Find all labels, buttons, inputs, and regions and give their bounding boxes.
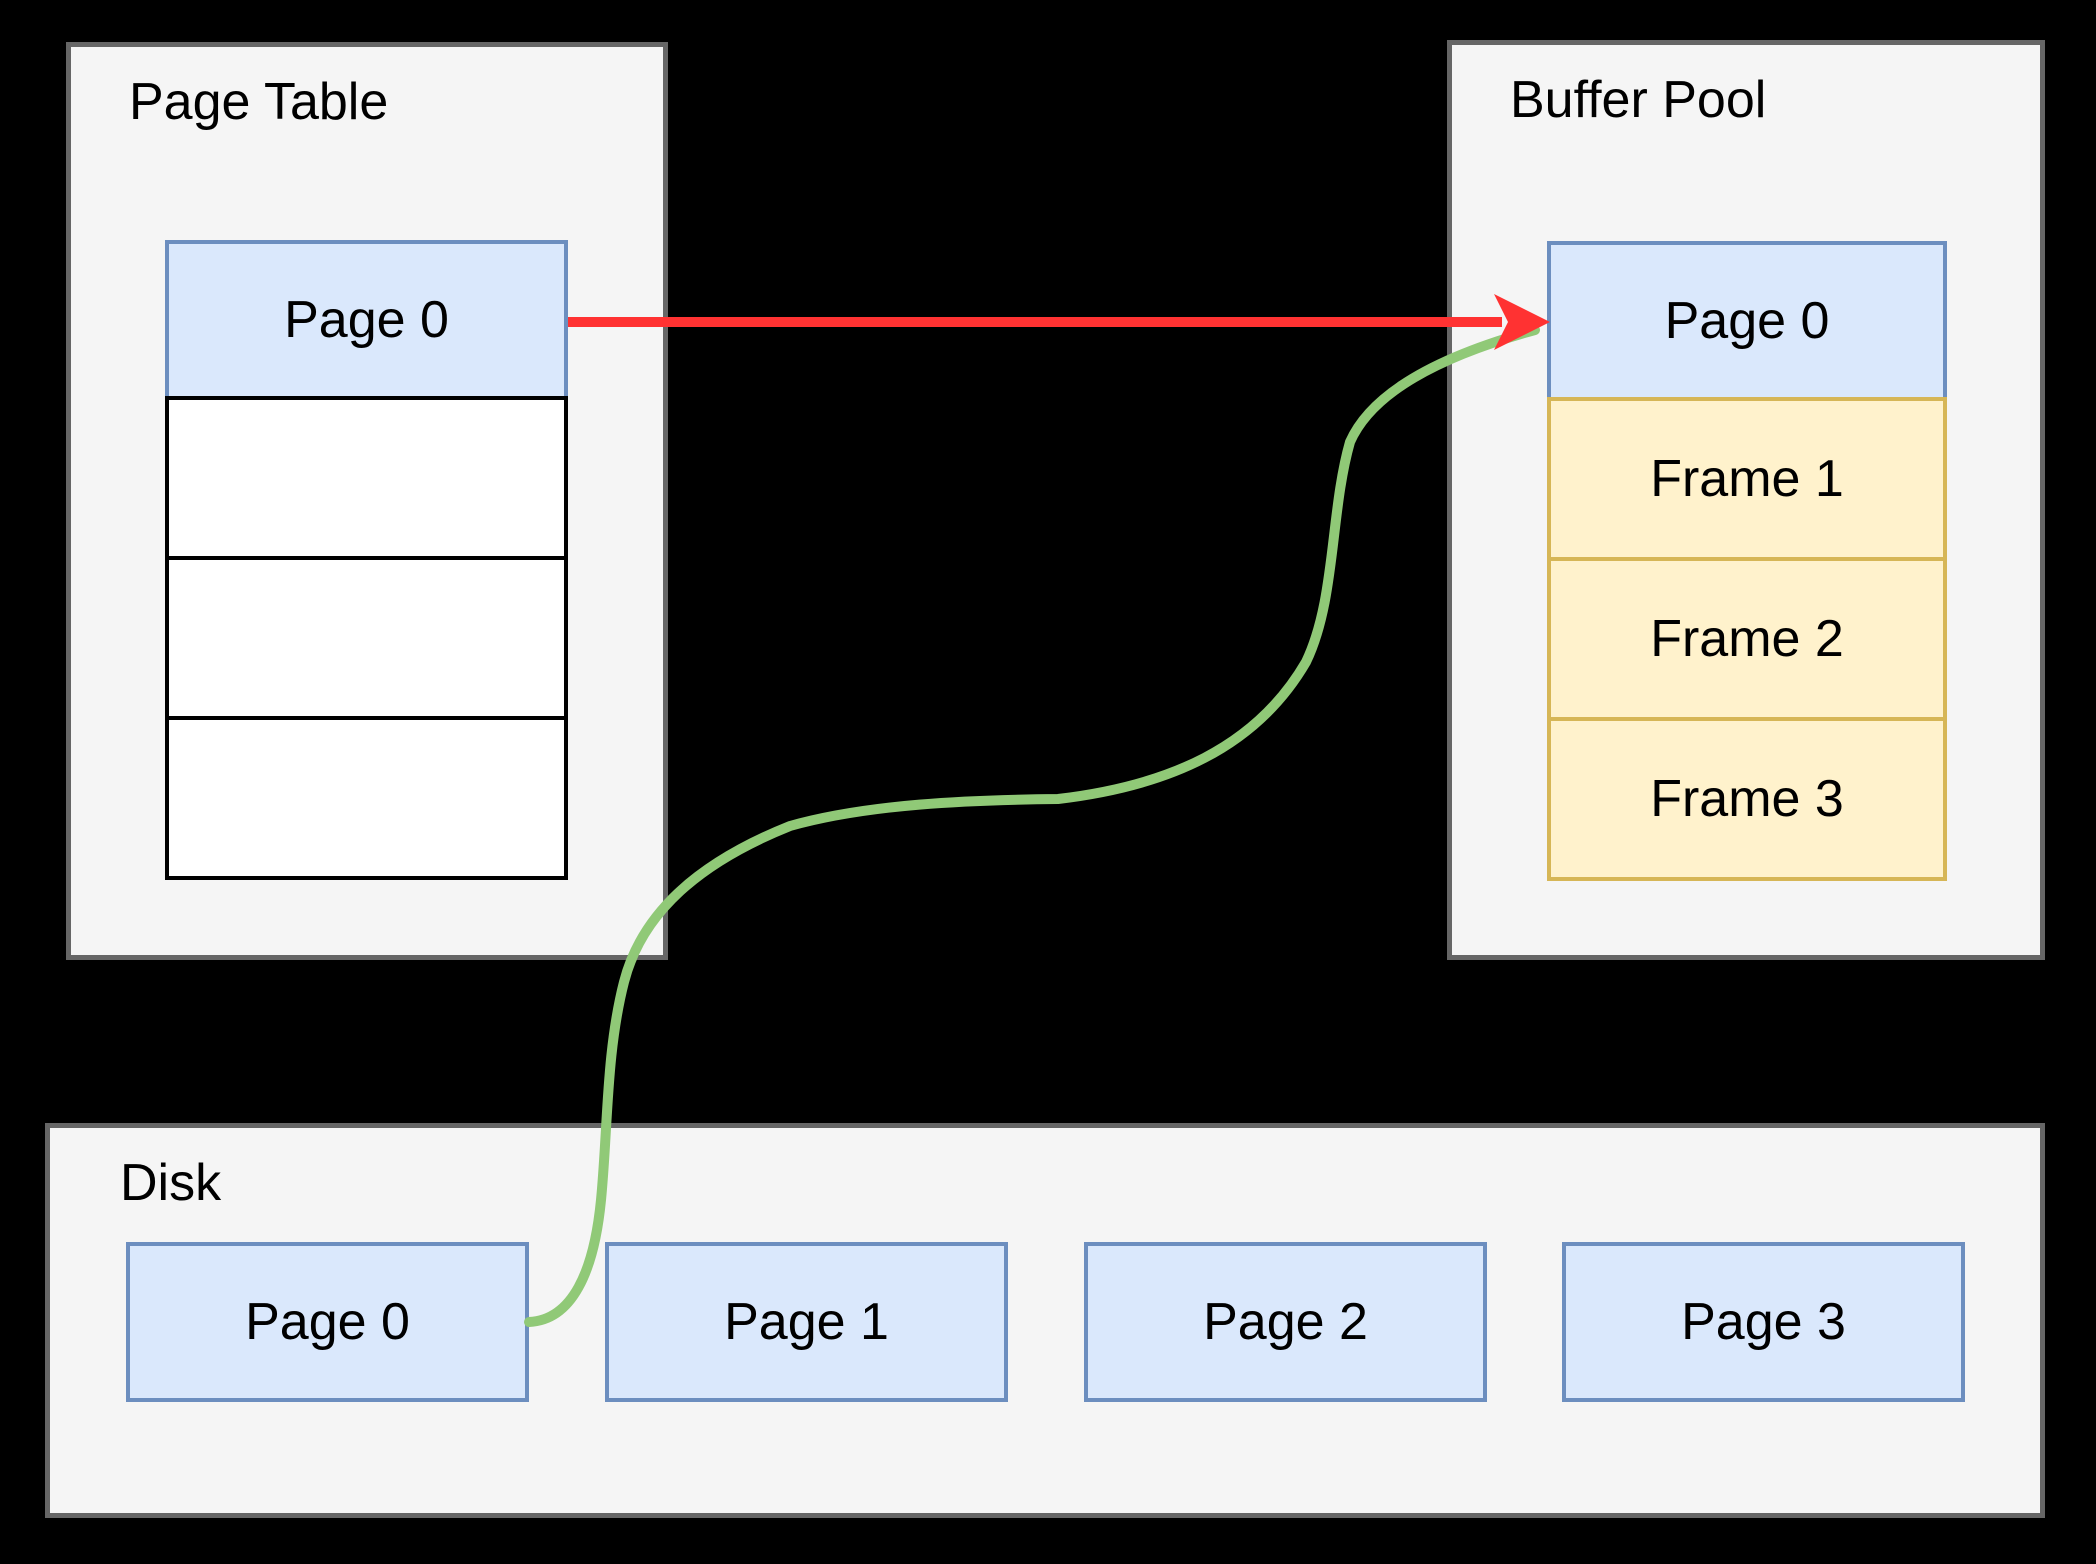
disk-page-0: Page 0 — [126, 1242, 529, 1402]
buffer-pool-title: Buffer Pool — [1510, 71, 1767, 129]
buffer-pool-cell-frame-2: Frame 2 — [1547, 557, 1947, 721]
disk-panel: Disk Page 0 Page 1 Page 2 Page 3 — [45, 1123, 2045, 1518]
page-table-empty-cell — [165, 716, 568, 880]
page-table-title: Page Table — [129, 73, 389, 131]
buffer-pool-panel: Buffer Pool Page 0 Frame 1 Frame 2 Frame… — [1447, 40, 2045, 960]
red-arrow-page-table-to-buffer-connector — [568, 294, 1550, 350]
buffer-pool-cell-page-0: Page 0 — [1547, 241, 1947, 401]
page-table-empty-cell — [165, 556, 568, 720]
page-table-cell-page-0: Page 0 — [165, 240, 568, 400]
buffer-pool-cell-frame-1: Frame 1 — [1547, 397, 1947, 561]
disk-title: Disk — [120, 1154, 222, 1212]
buffer-pool-stack: Page 0 Frame 1 Frame 2 Frame 3 — [1547, 241, 1947, 881]
buffer-pool-cell-frame-3: Frame 3 — [1547, 717, 1947, 881]
page-table-stack: Page 0 — [165, 240, 568, 880]
disk-page-1: Page 1 — [605, 1242, 1008, 1402]
disk-page-2: Page 2 — [1084, 1242, 1487, 1402]
disk-page-3: Page 3 — [1562, 1242, 1965, 1402]
page-table-empty-cell — [165, 396, 568, 560]
page-table-panel: Page Table Page 0 — [66, 42, 668, 960]
